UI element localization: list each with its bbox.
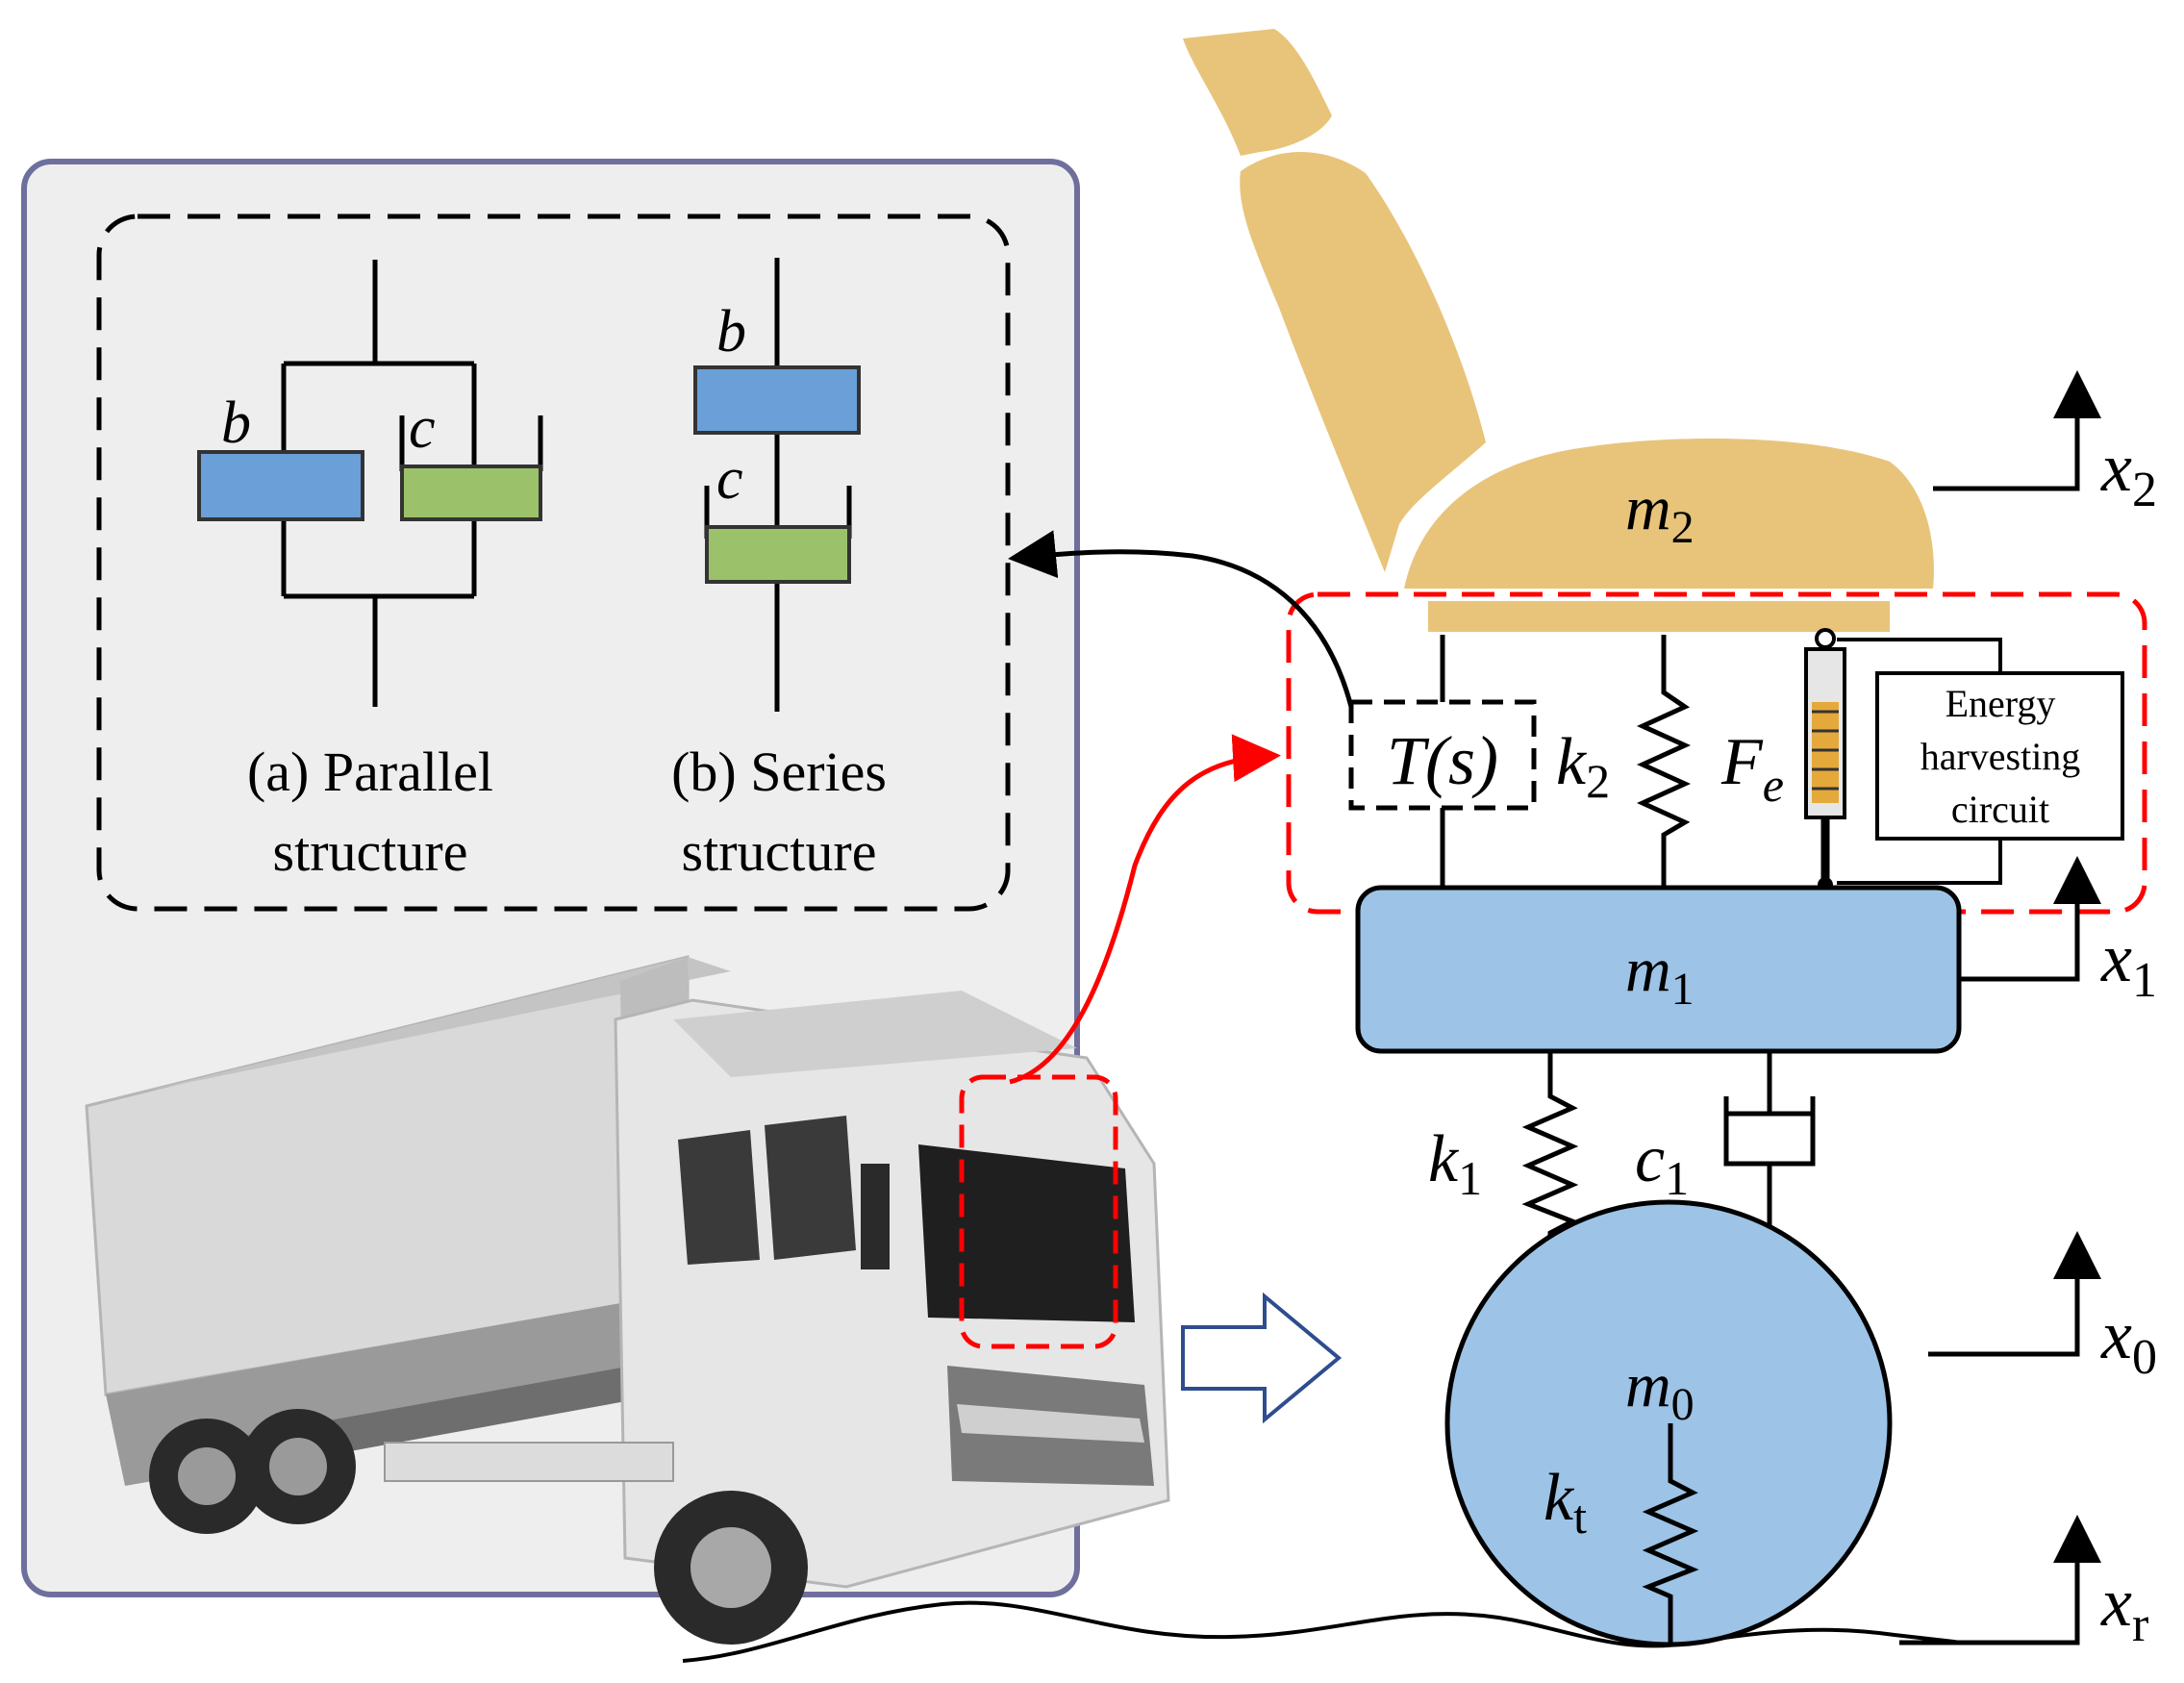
circuit-label-2: harvesting [1920, 735, 2081, 778]
parallel-caption-2: structure [273, 820, 468, 883]
kt-spring [1642, 1423, 1699, 1645]
hollow-arrow [1181, 1292, 1343, 1424]
seat-backrest-lower [1240, 151, 1486, 572]
label-c-series: c [716, 446, 743, 512]
x1-indicator [1959, 856, 2101, 982]
x2-indicator [1933, 370, 2101, 491]
structure-inset [96, 214, 1011, 912]
series-damper-block [705, 525, 851, 584]
kt-label: kt [1544, 1461, 1587, 1544]
circuit-label-1: Energy [1946, 682, 2056, 725]
energy-harvesting-circuit [1875, 671, 2124, 841]
inerter-block [197, 450, 364, 521]
xr-indicator [1899, 1515, 2101, 1645]
seat-mass-label: m2 [1625, 473, 1694, 553]
cab-highlight [959, 1074, 1118, 1349]
damper-block [400, 465, 542, 521]
truck-illustration [85, 955, 1170, 1645]
x1-label: x1 [2100, 919, 2157, 1008]
xr-label: xr [2100, 1564, 2148, 1652]
x0-indicator [1928, 1231, 2101, 1357]
seat-backrest [1183, 29, 1332, 156]
x0-label: x0 [2100, 1296, 2157, 1385]
c1-damper [1723, 1051, 1816, 1231]
c1-label: c1 [1635, 1122, 1689, 1205]
series-caption-1: (b) Series [671, 741, 887, 803]
cab-to-suspension-arrow [1009, 734, 1281, 1085]
x2-label: x2 [2100, 429, 2157, 517]
label-b-series: b [716, 299, 746, 364]
transfer-element [1348, 635, 1537, 888]
series-caption-2: structure [682, 820, 877, 883]
circuit-wiring [1837, 638, 2002, 885]
circuit-label-3: circuit [1951, 788, 2049, 831]
fe-label: Fe [1720, 725, 1784, 812]
label-b-parallel: b [221, 390, 251, 456]
k1-spring [1521, 1051, 1579, 1241]
parallel-caption-1: (a) Parallel [247, 741, 493, 803]
transfer-to-inset-arrow [1008, 530, 1354, 708]
k2-label: k2 [1556, 725, 1610, 808]
k2-spring [1636, 635, 1692, 888]
seat-base-plate [1428, 601, 1890, 632]
series-inerter-block [693, 365, 861, 435]
label-c-parallel: c [409, 395, 436, 461]
wheel-mass-label: m0 [1625, 1350, 1694, 1430]
fe-actuator [1804, 628, 1846, 892]
k1-label: k1 [1428, 1122, 1482, 1205]
transfer-fn-label: T(s) [1387, 722, 1498, 799]
body-mass-label: m1 [1625, 935, 1694, 1015]
parallel-structure [281, 260, 543, 707]
body-mass [1355, 885, 1962, 1054]
seat-cushion [1404, 439, 1934, 589]
